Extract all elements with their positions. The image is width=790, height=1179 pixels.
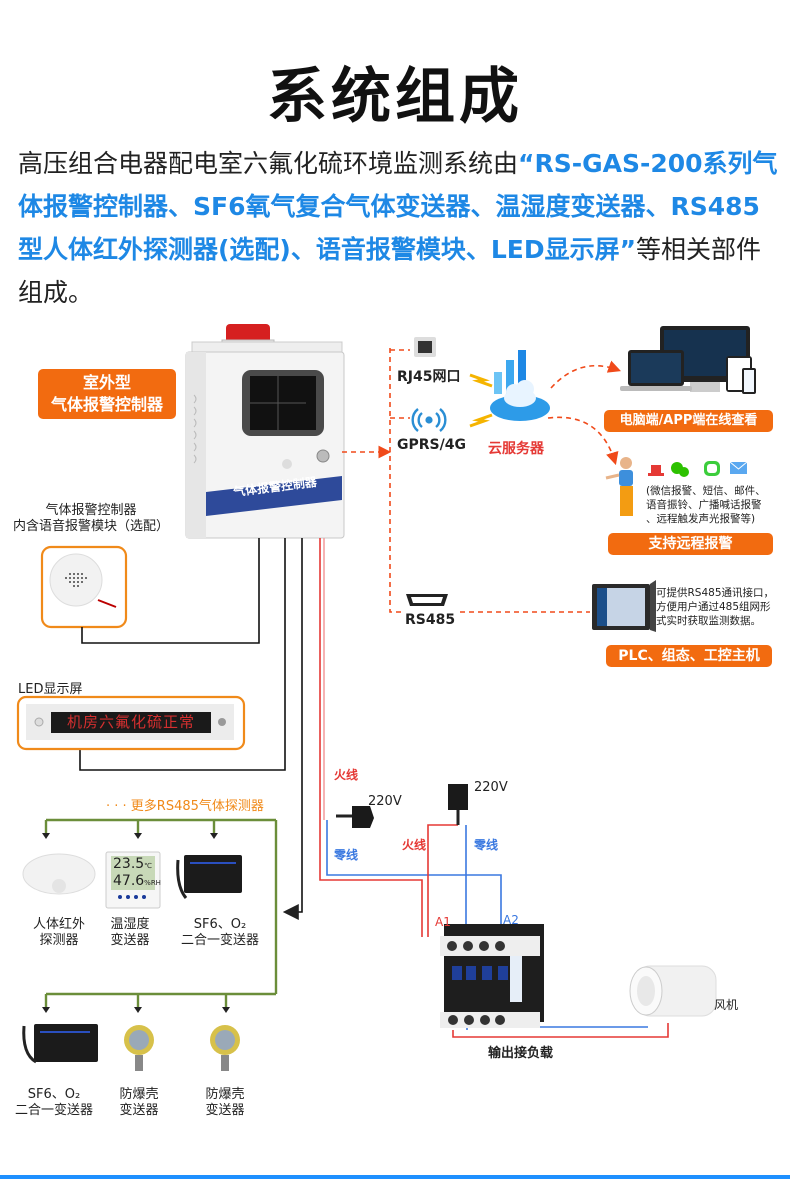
rs485-label: RS485 [405, 612, 456, 628]
rj45-port-icon [414, 337, 436, 357]
online-view-badge: 电脑端/APP端在线查看 [604, 410, 773, 432]
remote-alarm-desc-line-3: 、远程触发声光报警等) [646, 513, 756, 525]
intro-highlight: “RS-GAS-200系列气体报警控制器、SF6氧气复合气体变送器、温湿度变送器… [18, 149, 778, 264]
cloud-server-label: 云服务器 [488, 441, 544, 457]
controller-nameplate [206, 476, 342, 516]
caption-line-2: 变送器 [110, 933, 150, 948]
neutral-wire-label-2: 零线 [474, 838, 499, 852]
intro-suffix: 等相关部件组成。 [18, 235, 762, 307]
message-icon [704, 461, 720, 476]
explosion-proof-transmitter-image-1 [124, 1025, 154, 1071]
badge-line-1: 室外型 [82, 373, 131, 392]
plc-desc-line-2: 方便用户通过485组网形 [656, 601, 771, 613]
outdoor-controller-badge: 室外型 气体报警控制器 [38, 369, 176, 419]
wechat-icon [671, 462, 689, 477]
detector-caption-sf6-1: SF6、O₂ 二合一变送器 [170, 917, 270, 949]
power-plug-left [336, 806, 374, 828]
live-wire-label-2: 火线 [402, 838, 427, 852]
detector-caption-explosion-1: 防爆壳 变送器 [100, 1087, 178, 1119]
caption-line-2: 二合一变送器 [180, 933, 259, 948]
caption-line-2: 探测器 [39, 933, 79, 948]
duct-fan-image [629, 965, 717, 1017]
rj45-label: RJ45网口 [397, 369, 461, 385]
sf6-o2-transmitter-image-1 [176, 855, 242, 899]
detector-caption-pir: 人体红外 探测器 [14, 917, 104, 949]
caption-line-1: 温湿度 [110, 917, 150, 932]
remote-alarm-badge: 支持远程报警 [608, 533, 773, 555]
cloud-server-icon [490, 350, 550, 421]
temperature-unit: ℃ [144, 862, 153, 870]
remote-alarm-desc-line-1: (微信报警、短信、邮件、 [646, 485, 766, 497]
live-wire-label: 火线 [334, 768, 359, 782]
gprs-label: GPRS/4G [397, 437, 466, 453]
voltage-label-left: 220V [368, 794, 402, 809]
alarm-beacon-icon [648, 465, 664, 476]
voice-caption-line-1: 气体报警控制器 [45, 503, 137, 518]
computer-app-devices [620, 326, 756, 394]
detector-caption-explosion-2: 防爆壳 变送器 [186, 1087, 264, 1119]
humidity-value: 47.6 [113, 873, 145, 889]
temperature-value: 23.5 [113, 856, 145, 872]
detector-caption-sf6-2: SF6、O₂ 二合一变送器 [4, 1087, 104, 1119]
caption-line-1: SF6、O₂ [27, 1087, 81, 1102]
more-detectors-label: · · · 更多RS485气体探测器 [106, 799, 264, 814]
plc-desc-line-1: 可提供RS485通讯接口， [656, 587, 775, 599]
voice-caption-line-2: 内含语音报警模块（选配） [12, 519, 169, 534]
voice-module-speaker [49, 553, 103, 607]
th-readout: 23.5℃ 47.6%RH [113, 857, 161, 891]
page-title: 系统组成 [267, 62, 523, 132]
caption-line-2: 变送器 [119, 1103, 159, 1118]
terminal-a2-label: A2 [503, 913, 519, 927]
caption-line-1: 防爆壳 [205, 1087, 245, 1102]
power-plug-top [448, 784, 468, 825]
rs485-connector-icon [406, 594, 448, 606]
wireless-signal-icon [411, 408, 447, 432]
led-scroll-text: 机房六氟化硫正常 [66, 713, 195, 731]
humidity-unit: %RH [144, 879, 161, 887]
remote-alarm-description: (微信报警、短信、邮件、 语音振铃、广播喊话报警 、远程触发声光报警等) [646, 484, 766, 526]
voltage-label-top: 220V [474, 780, 508, 795]
caption-line-1: 人体红外 [32, 917, 85, 932]
plc-description: 可提供RS485通讯接口， 方便用户通过485组网形 式实时获取监测数据。 [656, 586, 774, 628]
remote-alarm-desc-line-2: 语音振铃、广播喊话报警 [646, 499, 762, 511]
explosion-proof-transmitter-image-2 [210, 1025, 240, 1071]
bottom-accent-bar [0, 1175, 790, 1179]
caption-line-1: 防爆壳 [119, 1087, 159, 1102]
industrial-panel-pc [592, 580, 656, 632]
rs485-bus [44, 818, 278, 1007]
intro-prefix: 高压组合电器配电室六氟化硫环境监测系统由 [18, 149, 519, 178]
gas-alarm-controller [185, 324, 345, 539]
intro-paragraph: 高压组合电器配电室六氟化硫环境监测系统由“RS-GAS-200系列气体报警控制器… [18, 142, 778, 314]
fan-label: 风机 [714, 998, 739, 1012]
plc-badge: PLC、组态、工控主机 [606, 645, 772, 667]
led-display-label: LED显示屏 [18, 682, 83, 697]
plc-desc-line-3: 式实时获取监测数据。 [656, 615, 761, 627]
led-display-screen [51, 712, 211, 733]
terminal-a1-label: A1 [435, 915, 451, 929]
voice-module-caption: 气体报警控制器 内含语音报警模块（选配） [0, 503, 182, 535]
caption-line-2: 变送器 [205, 1103, 245, 1118]
neutral-wire-label: 零线 [334, 848, 359, 862]
output-load-label: 输出接负载 [488, 1046, 554, 1061]
detector-caption-th: 温湿度 变送器 [90, 917, 170, 949]
badge-line-2: 气体报警控制器 [50, 395, 163, 414]
email-icon [729, 461, 748, 474]
sf6-o2-transmitter-image-2 [22, 1024, 98, 1064]
caption-line-1: SF6、O₂ [193, 917, 247, 932]
person-on-phone-illustration [605, 457, 633, 516]
temp-humidity-transmitter-image [105, 851, 161, 909]
caption-line-2: 二合一变送器 [14, 1103, 93, 1118]
pir-detector-image [22, 853, 96, 895]
ac-contactor [440, 924, 544, 1028]
